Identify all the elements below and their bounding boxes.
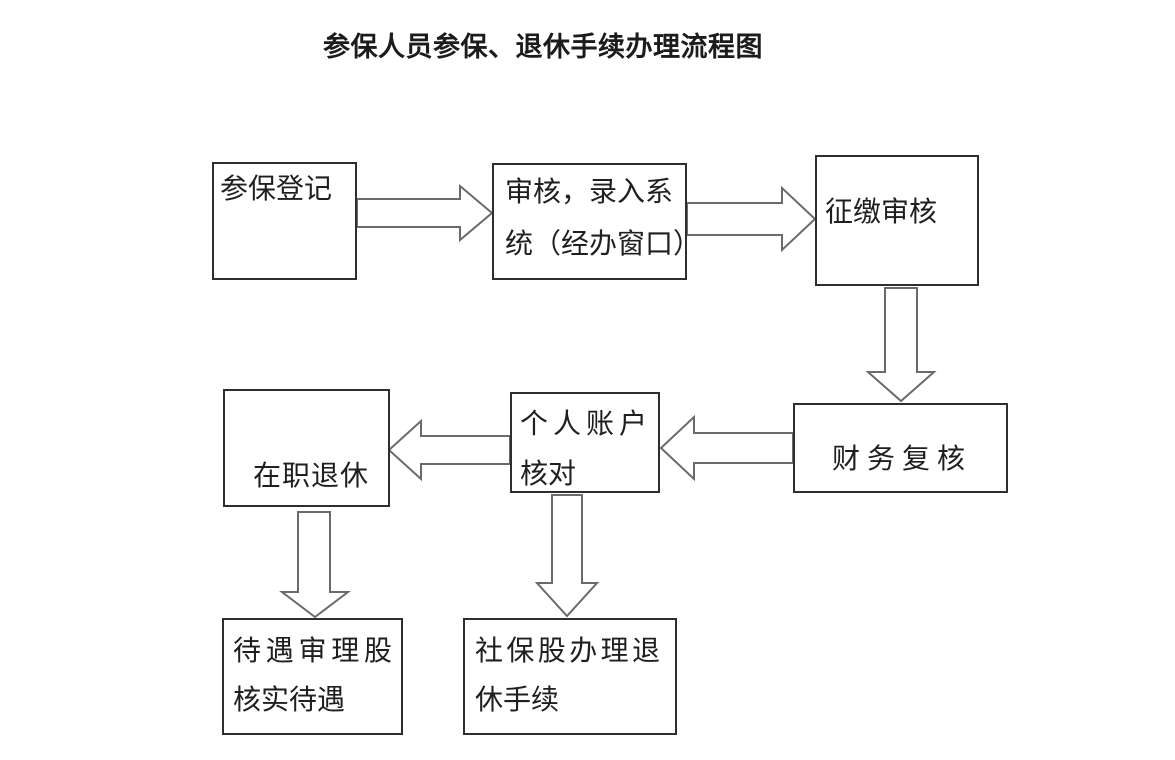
node-review-entry: 审核，录入系 统（经办窗口）: [492, 163, 702, 280]
node-label-line1: 个人账户: [520, 408, 647, 439]
arrow-review-to-collection-audit: [686, 185, 817, 253]
node-enroll-register: 参保登记: [212, 162, 357, 280]
node-label-line1: 社保股办理退: [475, 635, 660, 666]
node-finance-recheck: 财务复核: [793, 403, 1008, 493]
node-social-insurance-section: 社保股办理退 休手续: [463, 618, 677, 735]
node-label-line2: 统（经办窗口）: [505, 228, 702, 259]
arrow-active-retirement-to-benefit-section: [279, 511, 351, 619]
flowchart-title: 参保人员参保、退休手续办理流程图: [323, 32, 763, 62]
arrow-personal-account-to-social-insurance: [534, 494, 600, 618]
node-label: 参保登记: [220, 173, 333, 204]
arrow-finance-recheck-to-personal-account: [659, 414, 794, 482]
node-label: 征缴审核: [825, 196, 938, 227]
node-label-line1: 待遇审理股: [233, 635, 392, 666]
node-label: 在职退休: [253, 460, 370, 491]
node-label-line2: 休手续: [475, 684, 560, 715]
node-personal-account-check: 个人账户 核对: [510, 392, 660, 493]
node-collection-audit: 征缴审核: [815, 155, 979, 286]
arrow-personal-account-to-active-retirement: [387, 418, 511, 482]
node-label-line1: 审核，录入系: [505, 176, 674, 207]
node-label-line2: 核实待遇: [233, 684, 346, 715]
node-label-line2: 核对: [520, 458, 577, 489]
arrow-enroll-to-review: [356, 183, 494, 243]
node-benefit-review-section: 待遇审理股 核实待遇: [222, 618, 403, 735]
arrow-collection-audit-to-finance-recheck: [865, 287, 937, 403]
node-active-retirement: 在职退休: [223, 389, 390, 507]
node-label: 财务复核: [832, 443, 973, 474]
